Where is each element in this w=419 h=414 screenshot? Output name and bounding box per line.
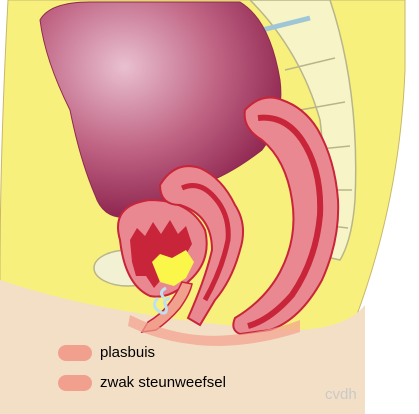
legend-label-urethra: plasbuis <box>100 344 155 361</box>
legend-label-weak-support-tissue: zwak steunweefsel <box>100 374 226 391</box>
legend-swatch-weak-support-tissue <box>58 375 92 391</box>
legend-item-weak-support-tissue: zwak steunweefsel <box>58 374 226 391</box>
author-credit: cvdh <box>325 386 357 403</box>
legend-item-urethra: plasbuis <box>58 344 155 361</box>
legend-swatch-urethra <box>58 345 92 361</box>
